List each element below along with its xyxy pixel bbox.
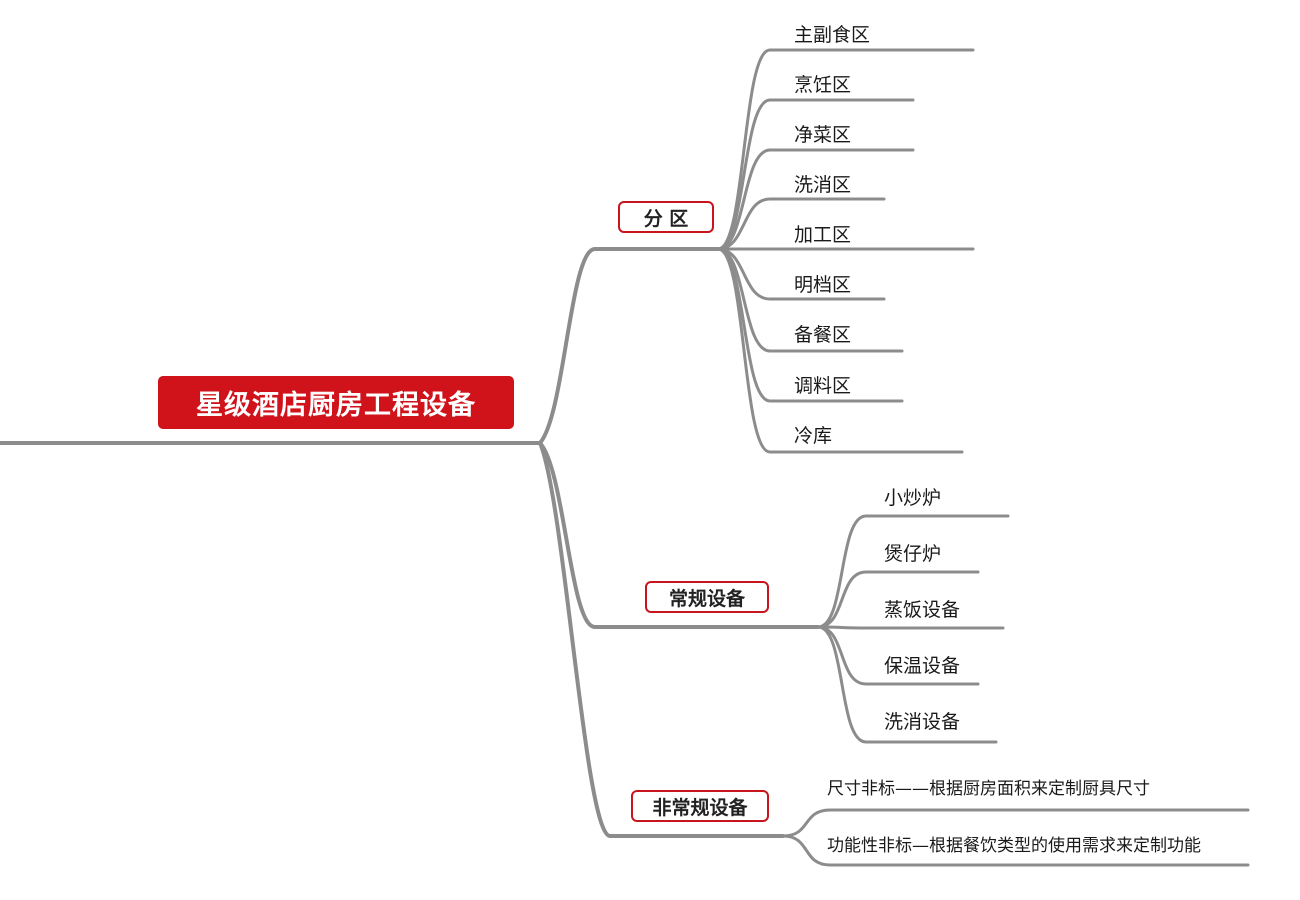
leaf-connector-1-0 (816, 514, 1010, 629)
leaf-connector-1-4 (816, 625, 998, 744)
leaf-connector-0-2 (716, 148, 915, 251)
leaf-node[interactable]: 加工区 (794, 224, 852, 246)
leaf-connector-0-1 (716, 98, 915, 251)
leaf-connector-1-1 (816, 570, 980, 629)
branch-node-regular-equipment[interactable]: 常规设备 (645, 581, 769, 613)
leaf-node[interactable]: 尺寸非标——根据厨房面积来定制厨具尺寸 (827, 779, 1150, 799)
leaf-node[interactable]: 洗消区 (794, 174, 852, 196)
leaf-connector-0-3 (716, 197, 886, 251)
leaf-connector-0-8 (716, 247, 964, 454)
leaf-connector-1-2 (816, 625, 1005, 630)
branch-connector-2 (538, 441, 785, 838)
leaf-node[interactable]: 冷库 (794, 425, 833, 447)
leaf-node[interactable]: 净菜区 (794, 124, 852, 146)
root-node[interactable]: 星级酒店厨房工程设备 (158, 376, 514, 429)
leaf-node[interactable]: 煲仔炉 (884, 543, 942, 565)
leaf-node[interactable]: 主副食区 (794, 24, 871, 46)
branch-connector-1 (538, 441, 820, 629)
branch-connector-0 (538, 247, 720, 445)
leaf-node[interactable]: 备餐区 (794, 324, 852, 346)
leaf-connector-2-0 (781, 808, 1250, 838)
leaf-node[interactable]: 烹饪区 (794, 74, 852, 96)
leaf-node[interactable]: 洗消设备 (884, 711, 961, 733)
leaf-node[interactable]: 明档区 (794, 274, 852, 296)
leaf-node[interactable]: 小炒炉 (884, 487, 942, 509)
branch-node-zones[interactable]: 分 区 (618, 201, 714, 233)
leaf-node[interactable]: 保温设备 (884, 655, 961, 677)
leaf-node[interactable]: 调料区 (794, 375, 852, 397)
leaf-connector-2-1 (781, 834, 1250, 867)
leaf-node[interactable]: 蒸饭设备 (884, 599, 961, 621)
leaf-node[interactable]: 功能性非标—根据餐饮类型的使用需求来定制功能 (827, 836, 1201, 856)
branch-node-custom-equipment[interactable]: 非常规设备 (631, 790, 769, 822)
